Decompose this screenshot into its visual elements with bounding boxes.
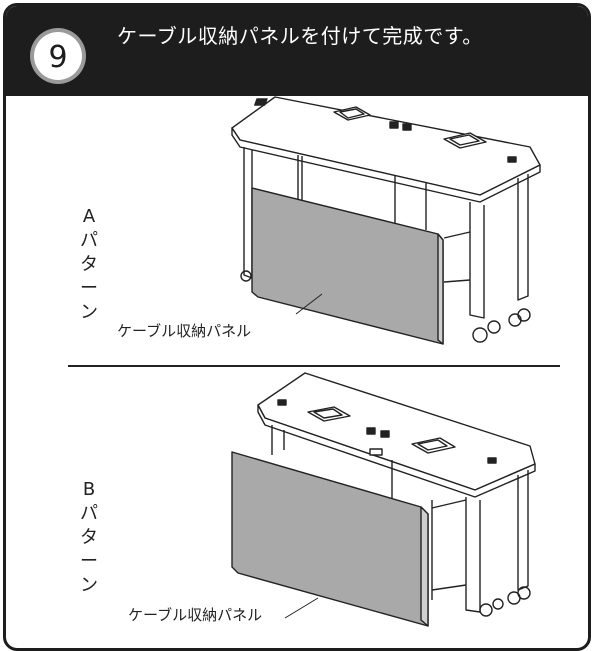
pattern-b-callout: ケーブル収納パネル [128,606,263,624]
pattern-b-char-1: パ [80,503,98,524]
pattern-a-label: A パ タ ー ン [75,205,103,325]
pattern-a-char-2: タ [80,254,98,275]
pattern-a-char-3: ー [80,278,98,299]
desk-a-illustration [231,96,541,345]
pattern-b-char-4: ン [80,575,98,596]
pattern-a-callout: ケーブル収納パネル [117,322,252,340]
pattern-a-char-4: ン [80,302,98,323]
step-number: 9 [48,40,67,75]
pattern-divider [68,365,560,367]
pattern-a-char-1: パ [80,230,98,251]
step-header: 9 ケーブル収納パネルを付けて完成です。 [6,6,588,96]
pattern-b-letter: B [82,479,96,500]
step-number-badge: 9 [30,28,86,84]
pattern-a-letter: A [82,206,96,227]
pattern-b-label: B パ タ ー ン [75,478,103,598]
step-title: ケーブル収納パネルを付けて完成です。 [117,24,483,48]
pattern-b-char-3: ー [80,551,98,572]
pattern-b-char-2: タ [80,527,98,548]
desk-b-illustration [231,372,536,627]
